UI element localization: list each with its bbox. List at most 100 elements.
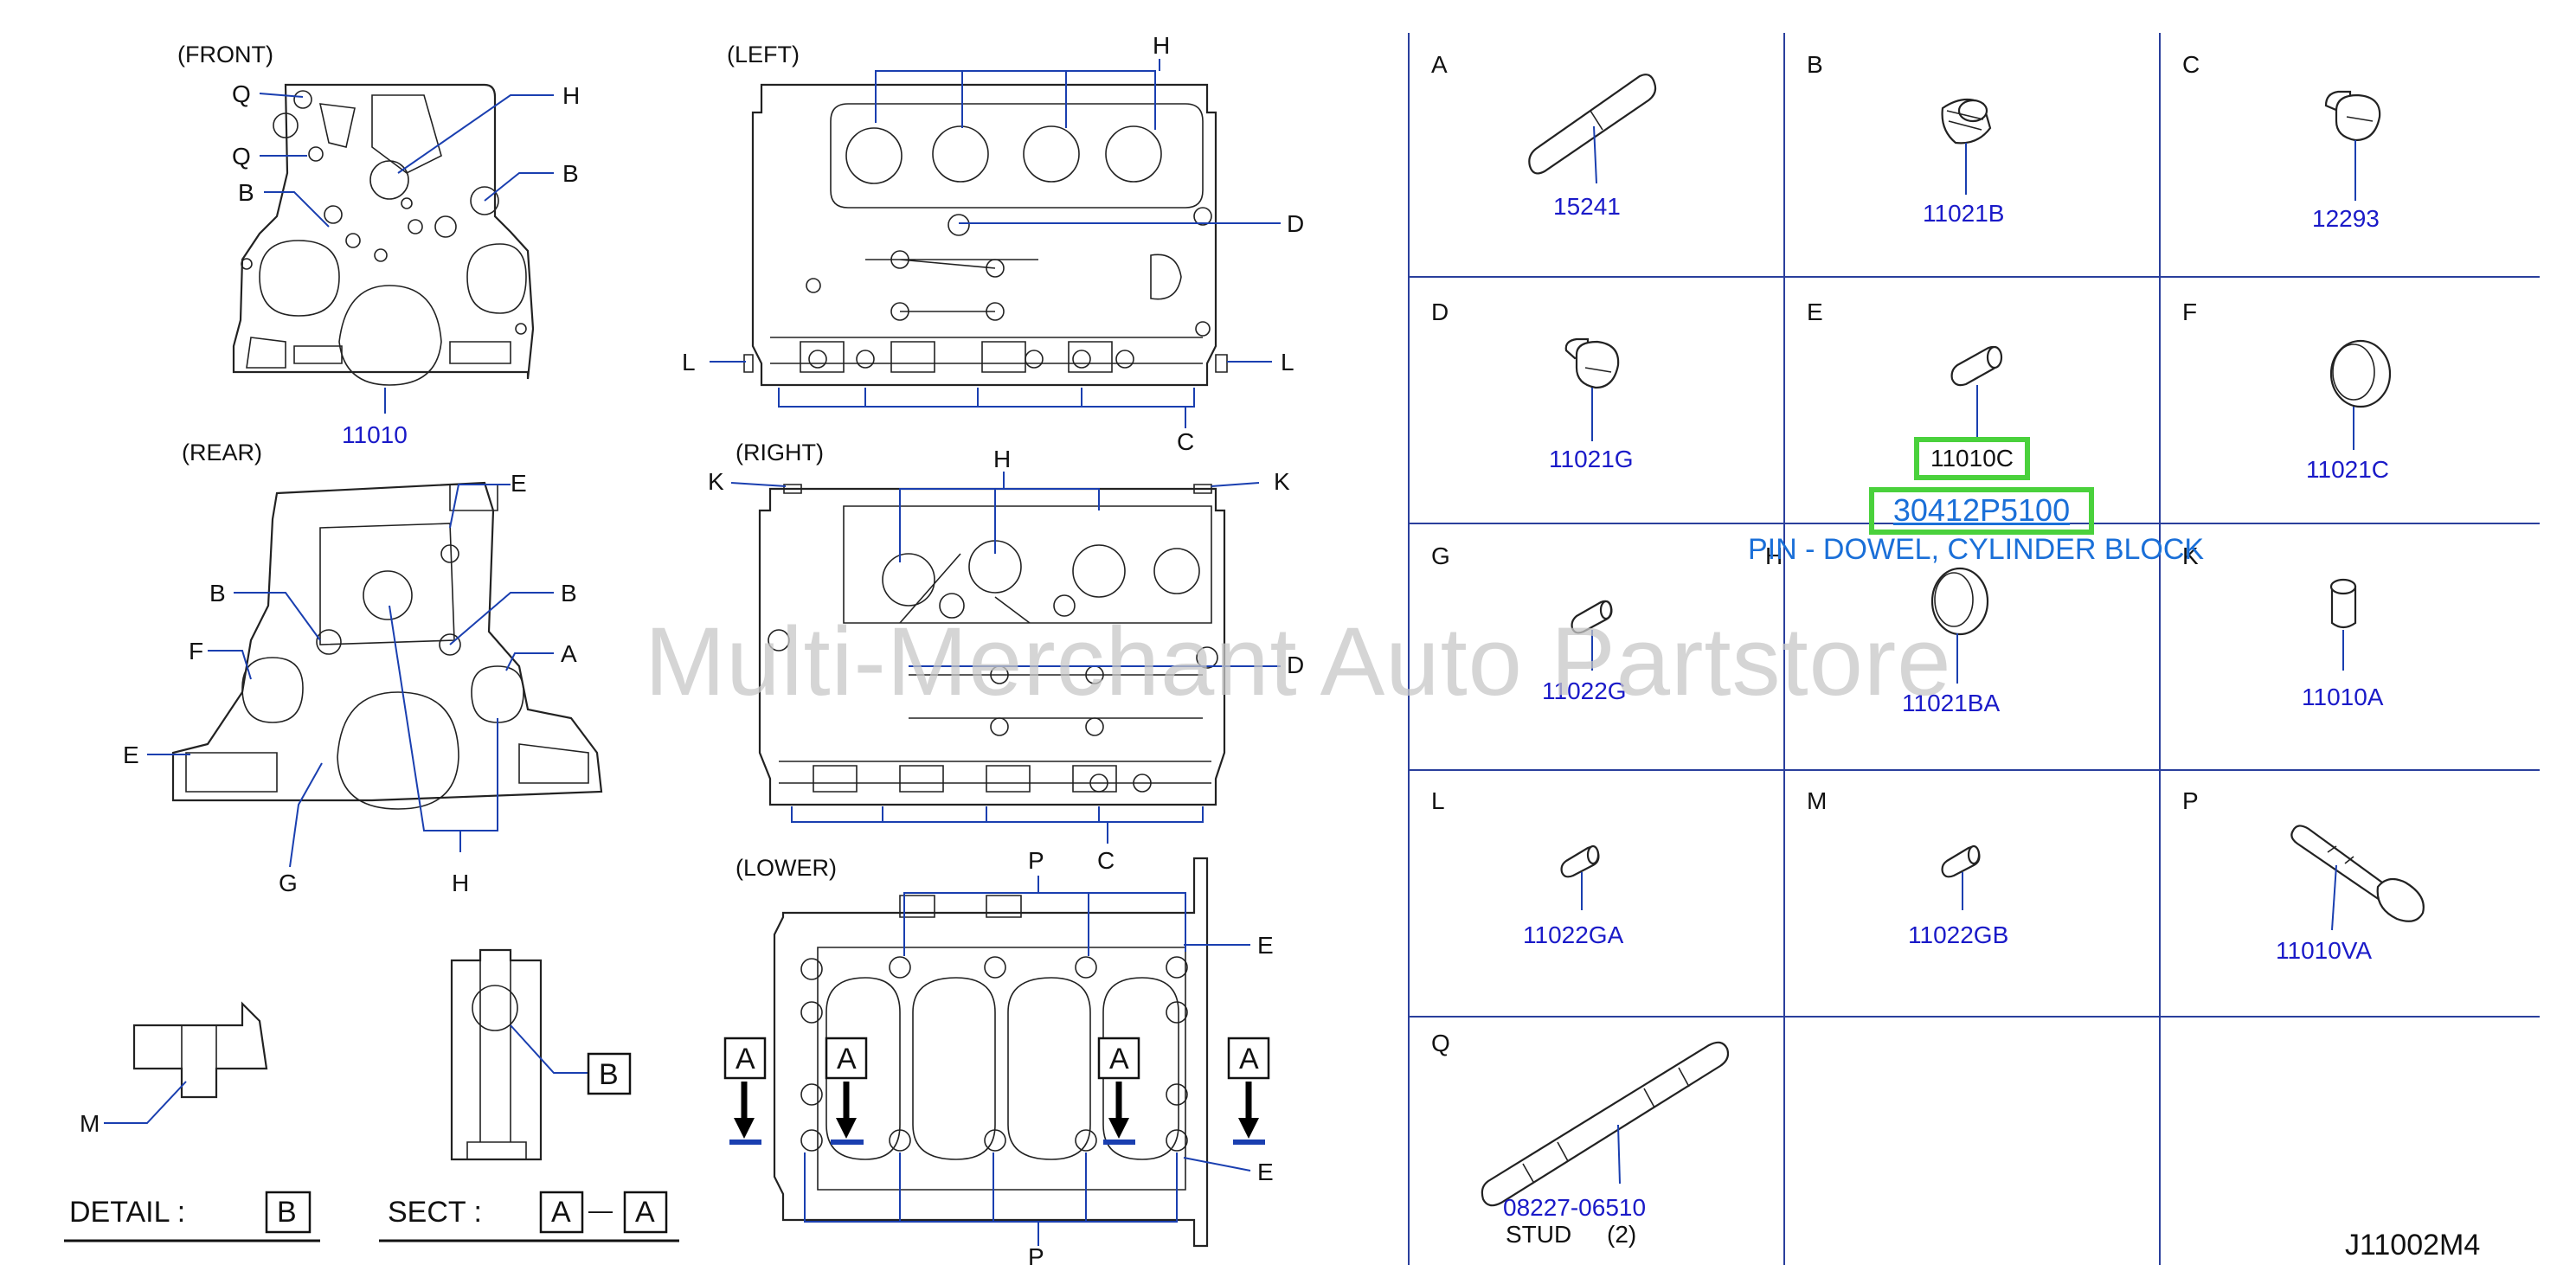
cell-note-q: STUD — [1506, 1221, 1571, 1248]
left-label-h: H — [1153, 32, 1170, 59]
detail-caption: DETAIL : — [69, 1196, 185, 1229]
cell-code-l[interactable]: 11022GA — [1523, 921, 1624, 948]
cell-letter-g: G — [1431, 542, 1450, 569]
left-view: (LEFT) H D L L C — [682, 32, 1304, 455]
parts-cell-d[interactable]: D 11021G — [1431, 299, 1634, 472]
lower-label-e-top: E — [1257, 932, 1274, 959]
highlighted-part-code[interactable]: 11010C — [1930, 445, 2014, 472]
lower-section-marker-a2: A — [837, 1043, 857, 1075]
right-view-title: (RIGHT) — [736, 440, 824, 465]
section-b-callout: B — [599, 1058, 619, 1091]
cell-letter-a: A — [1431, 51, 1448, 78]
diagram-reference-code: J11002M4 — [2345, 1229, 2481, 1262]
cell-letter-q: Q — [1431, 1030, 1450, 1056]
lower-view-title: (LOWER) — [736, 855, 837, 881]
cell-code-b[interactable]: 11021B — [1923, 200, 2004, 227]
parts-cell-e[interactable]: E — [1807, 299, 2003, 437]
cell-code-h[interactable]: 11021BA — [1902, 690, 2000, 716]
cell-code-g[interactable]: 11022G — [1542, 677, 1627, 704]
rear-label-e-top: E — [511, 470, 527, 497]
cell-letter-k: K — [2182, 542, 2199, 569]
lower-label-p-top: P — [1028, 847, 1044, 874]
highlighted-part-number-box[interactable]: 30412P5100 — [1869, 487, 2094, 535]
right-label-c: C — [1097, 847, 1115, 874]
part-description-tooltip: PIN - DOWEL, CYLINDER BLOCK — [1748, 533, 2205, 566]
cell-code-a[interactable]: 15241 — [1553, 193, 1621, 220]
front-label-q-top: Q — [232, 80, 251, 107]
cell-letter-f: F — [2182, 299, 2197, 325]
rear-label-b-right: B — [561, 580, 577, 607]
parts-cell-p[interactable]: P 11010VA — [2182, 787, 2425, 964]
cell-code-q[interactable]: 08227-06510 — [1503, 1194, 1646, 1221]
front-view: (FRONT) Q Q H B B 11010 — [177, 42, 580, 448]
highlighted-part-number-link[interactable]: 30412P5100 — [1892, 492, 2071, 528]
parts-cell-b[interactable]: B 11021B — [1807, 51, 2004, 227]
parts-cell-h[interactable]: H 11021BA — [1765, 542, 2000, 716]
right-label-h: H — [993, 446, 1011, 472]
section-caption-dash: — — [588, 1197, 613, 1223]
left-label-l-left: L — [682, 349, 696, 376]
parts-grid: A 15241 B 11021B C 12293 D — [1408, 33, 2540, 1265]
parts-cell-f[interactable]: F 11021C — [2182, 299, 2392, 483]
detail-caption-box-b: B — [277, 1196, 297, 1229]
cell-letter-b: B — [1807, 51, 1823, 78]
parts-cell-g[interactable]: G 11022G — [1431, 542, 1627, 704]
cell-letter-p: P — [2182, 787, 2199, 814]
cell-code-d[interactable]: 11021G — [1549, 446, 1634, 472]
parts-cell-q[interactable]: Q 08227-06510 STUD (2) — [1431, 1030, 1730, 1248]
cell-code-c[interactable]: 12293 — [2312, 205, 2380, 232]
cell-letter-c: C — [2182, 51, 2200, 78]
cell-letter-m: M — [1807, 787, 1827, 814]
cell-code-k[interactable]: 11010A — [2302, 684, 2384, 710]
right-label-d: D — [1287, 652, 1304, 678]
front-part-number[interactable]: 11010 — [342, 421, 408, 448]
section-caption-a-right: A — [635, 1196, 655, 1229]
cell-code-f[interactable]: 11021C — [2306, 456, 2389, 483]
cell-letter-l: L — [1431, 787, 1445, 814]
right-label-k-left: K — [708, 468, 724, 495]
cell-qty-q: (2) — [1607, 1221, 1636, 1248]
rear-label-e-left: E — [123, 742, 139, 768]
lower-section-marker-a4: A — [1239, 1043, 1259, 1075]
parts-cell-l[interactable]: L 11022GA — [1431, 787, 1624, 948]
rear-view: (REAR) E B B A F E G H — [123, 440, 603, 896]
front-label-q-middle: Q — [232, 143, 251, 170]
detail-section: M B DETAIL : B SECT : A — A — [64, 948, 679, 1242]
rear-label-f: F — [189, 638, 203, 664]
store-watermark: Multi-Merchant Auto Partstore — [645, 607, 1952, 716]
lower-label-p-bottom: P — [1028, 1243, 1044, 1270]
rear-label-g: G — [279, 870, 298, 896]
lower-section-marker-a1: A — [736, 1043, 755, 1075]
parts-cell-a[interactable]: A 15241 — [1431, 51, 1657, 220]
highlighted-part-code-box[interactable]: 11010C — [1914, 437, 2030, 480]
right-label-k-right: K — [1274, 468, 1290, 495]
cell-letter-h: H — [1765, 542, 1783, 569]
parts-cell-m[interactable]: M 11022GB — [1807, 787, 2008, 948]
lower-view: (LOWER) A A A A P E — [723, 847, 1274, 1270]
lower-label-e-bottom: E — [1257, 1159, 1274, 1185]
front-label-b-left: B — [238, 179, 254, 206]
front-view-title: (FRONT) — [177, 42, 273, 67]
section-caption-a-left: A — [551, 1196, 571, 1229]
cell-letter-e: E — [1807, 299, 1823, 325]
rear-label-h: H — [452, 870, 469, 896]
lower-section-marker-a3: A — [1109, 1043, 1129, 1075]
right-view: (RIGHT) K H K D C — [708, 440, 1304, 874]
left-label-d: D — [1287, 210, 1304, 237]
left-label-c: C — [1177, 428, 1194, 455]
parts-cell-k[interactable]: K 11010A — [2182, 542, 2384, 710]
rear-label-b-left: B — [209, 580, 226, 607]
rear-label-a: A — [561, 640, 577, 667]
section-caption: SECT : — [388, 1196, 482, 1229]
rear-view-title: (REAR) — [182, 440, 262, 465]
front-label-b-right: B — [562, 160, 579, 187]
cell-code-m[interactable]: 11022GB — [1908, 921, 2008, 948]
front-label-h: H — [562, 82, 580, 109]
cell-letter-d: D — [1431, 299, 1449, 325]
parts-cell-c[interactable]: C 12293 — [2182, 51, 2381, 232]
cell-code-p[interactable]: 11010VA — [2276, 937, 2372, 964]
detail-label-m: M — [80, 1110, 100, 1137]
left-view-title: (LEFT) — [727, 42, 800, 67]
left-label-l-right: L — [1281, 349, 1294, 376]
